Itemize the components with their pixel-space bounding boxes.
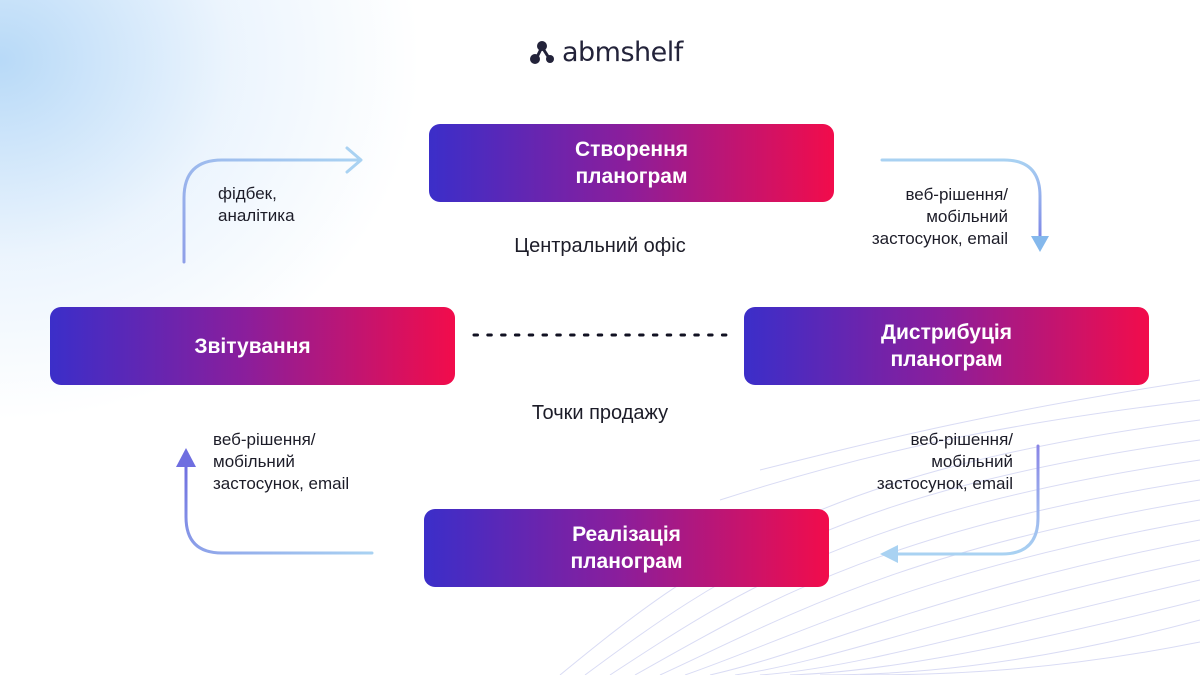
logo-molecule-icon xyxy=(530,41,554,64)
edge-label-create-to-distribute: веб-рішення/ мобільний застосунок, email xyxy=(871,185,1008,248)
edge-label-feedback: фідбек, аналітика xyxy=(218,184,295,225)
box-realize-planograms: Реалізація планограм xyxy=(424,509,829,587)
box-reporting: Звітування xyxy=(50,307,455,385)
abm-shelf-logo: abmshelf xyxy=(528,34,683,70)
edge-label-realize-to-report: веб-рішення/ мобільний застосунок, email xyxy=(213,430,350,493)
zone-central-office: Центральний офіс xyxy=(514,235,686,257)
box-create-line2: планограм xyxy=(575,165,688,188)
box-distribute-line1: Дистрибуція xyxy=(881,321,1012,344)
arrow-feedback-head xyxy=(345,146,363,174)
arrow-distribute-to-realize-head xyxy=(880,545,898,563)
box-distribute-planograms: Дистрибуція планограм xyxy=(744,307,1149,385)
box-create-line1: Створення xyxy=(574,138,689,161)
arrow-feedback xyxy=(182,158,362,264)
edge-label-distribute-to-realize: веб-рішення/ мобільний застосунок, email xyxy=(876,430,1013,493)
logo-text: abmshelf xyxy=(562,36,683,68)
arrow-realize-to-report xyxy=(184,462,374,555)
arrow-distribute-to-realize xyxy=(894,444,1040,556)
arrow-create-to-distribute xyxy=(880,158,1042,240)
box-distribute-line2: планограм xyxy=(890,348,1003,371)
box-report-line1: Звітування xyxy=(194,334,311,358)
box-realize-line2: планограм xyxy=(570,550,683,573)
arrow-realize-to-report-head xyxy=(176,448,196,467)
arrow-create-to-distribute-head xyxy=(1031,236,1049,252)
zone-points-of-sale: Точки продажу xyxy=(531,402,669,424)
box-realize-line1: Реалізація xyxy=(572,523,681,546)
box-create-planograms: Створення планограм xyxy=(429,124,834,202)
